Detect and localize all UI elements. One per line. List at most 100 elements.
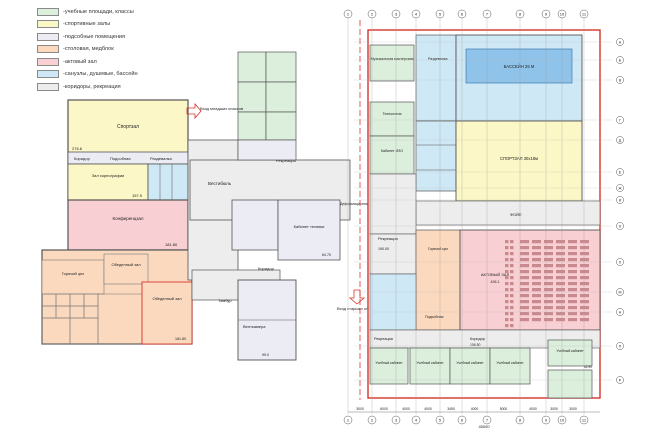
axis-label: 10: [560, 12, 565, 17]
seat: [520, 318, 529, 322]
axis-marker: [616, 76, 624, 84]
seat: [520, 282, 529, 286]
legend-swatch: [37, 20, 59, 28]
axis-label: 9: [545, 418, 548, 423]
seat: [544, 240, 553, 244]
legend: -учебные площади, классы-спортивные залы…: [37, 6, 227, 94]
seat: [580, 246, 589, 250]
seat: [568, 246, 577, 250]
classroom-r2-label: Учебный кабинет: [416, 361, 444, 365]
axis-marker: [435, 9, 445, 19]
axis-label: 11: [582, 12, 587, 17]
axis-marker: [541, 415, 551, 425]
seat: [510, 246, 514, 250]
dining-main-room: [141, 281, 193, 345]
axis-marker: [482, 9, 492, 19]
hall-choreo-area: 157.9: [132, 193, 143, 198]
axis-label: Ж: [618, 186, 622, 190]
axis-label: 8: [519, 418, 522, 423]
seat: [580, 252, 589, 256]
recreation-right-area: 190.00: [378, 247, 389, 251]
seat: [580, 240, 589, 244]
seat: [568, 306, 577, 310]
axis-label: 6: [461, 418, 464, 423]
seat: [544, 294, 553, 298]
conference-label: Конференцзал: [112, 216, 143, 221]
seat: [544, 306, 553, 310]
music-room: [369, 44, 415, 82]
seat: [510, 240, 514, 244]
seat: [510, 264, 514, 268]
seat: [556, 312, 565, 316]
classroom-r4: [489, 347, 531, 385]
axis-marker: [616, 308, 624, 316]
seat: [520, 276, 529, 280]
seat: [505, 258, 509, 262]
ventkamera-label: Венткамера: [243, 324, 266, 329]
legend-item: -столовая, медблок: [37, 44, 227, 55]
seat: [505, 264, 509, 268]
axis-marker: [457, 415, 467, 425]
classroom-r2: [409, 347, 451, 385]
axis-marker: [557, 415, 567, 425]
legend-label: -актовый зал: [63, 58, 97, 65]
seat: [556, 252, 565, 256]
izo-room-label: Кабинет ИЗО: [381, 149, 403, 153]
axis-label: 6: [461, 12, 464, 17]
seat: [505, 288, 509, 292]
gym-left-label: Спортзал: [117, 124, 139, 130]
ventkamera-area: 99.0: [262, 353, 269, 357]
seat: [510, 294, 514, 298]
seat: [520, 270, 529, 274]
dimension-label: 4000: [529, 407, 537, 411]
axis-marker: [616, 168, 624, 176]
seat: [510, 312, 514, 316]
seat: [520, 246, 529, 250]
pool-label: БАССЕЙН 25 М: [504, 64, 535, 69]
axis-marker: [482, 415, 492, 425]
hot-shop-label: Горячий цех: [62, 271, 85, 276]
entrance-older-label: Вход старших классов: [337, 306, 379, 311]
axis-marker: [579, 415, 589, 425]
seat: [568, 258, 577, 262]
dimension-label: 3000: [356, 407, 364, 411]
dimension-label: 3000: [569, 407, 577, 411]
legend-item: -санузлы, душевые, бассейн: [37, 69, 227, 80]
seat: [556, 240, 565, 244]
seat: [544, 252, 553, 256]
seat: [580, 294, 589, 298]
seat: [544, 276, 553, 280]
corridor-right-area: 106.50: [470, 343, 480, 347]
seat: [510, 258, 514, 262]
axis-label: К: [619, 224, 622, 228]
dimension-label: 6000: [380, 407, 388, 411]
axis-label: 5: [439, 418, 442, 423]
axis-marker: [457, 9, 467, 19]
seat: [544, 300, 553, 304]
axis-label: И: [619, 198, 622, 202]
axis-marker: [391, 415, 401, 425]
axis-label: В: [619, 78, 622, 82]
seat: [510, 252, 514, 256]
axis-label: М: [619, 290, 622, 294]
seat: [568, 294, 577, 298]
seat: [568, 288, 577, 292]
axis-marker: [579, 9, 589, 19]
razdevalka-right-label: Раздевалка: [428, 57, 448, 61]
seat: [556, 300, 565, 304]
conference-area: 181.80: [165, 242, 178, 247]
axis-label: 1: [347, 418, 350, 423]
axis-marker: [367, 9, 377, 19]
axis-label: Л: [619, 260, 622, 264]
legend-item: -спортивные залы: [37, 19, 227, 30]
seat: [568, 276, 577, 280]
axis-label: Н: [619, 310, 622, 314]
axis-marker: [435, 415, 445, 425]
seat: [544, 288, 553, 292]
axis-marker: [616, 258, 624, 266]
dimension-label: 4000: [471, 407, 479, 411]
technical-label: Кабинет техники: [294, 224, 325, 229]
seat: [532, 264, 541, 268]
seat: [520, 258, 529, 262]
podsobnaya-right-label: Подсобная: [425, 315, 443, 319]
